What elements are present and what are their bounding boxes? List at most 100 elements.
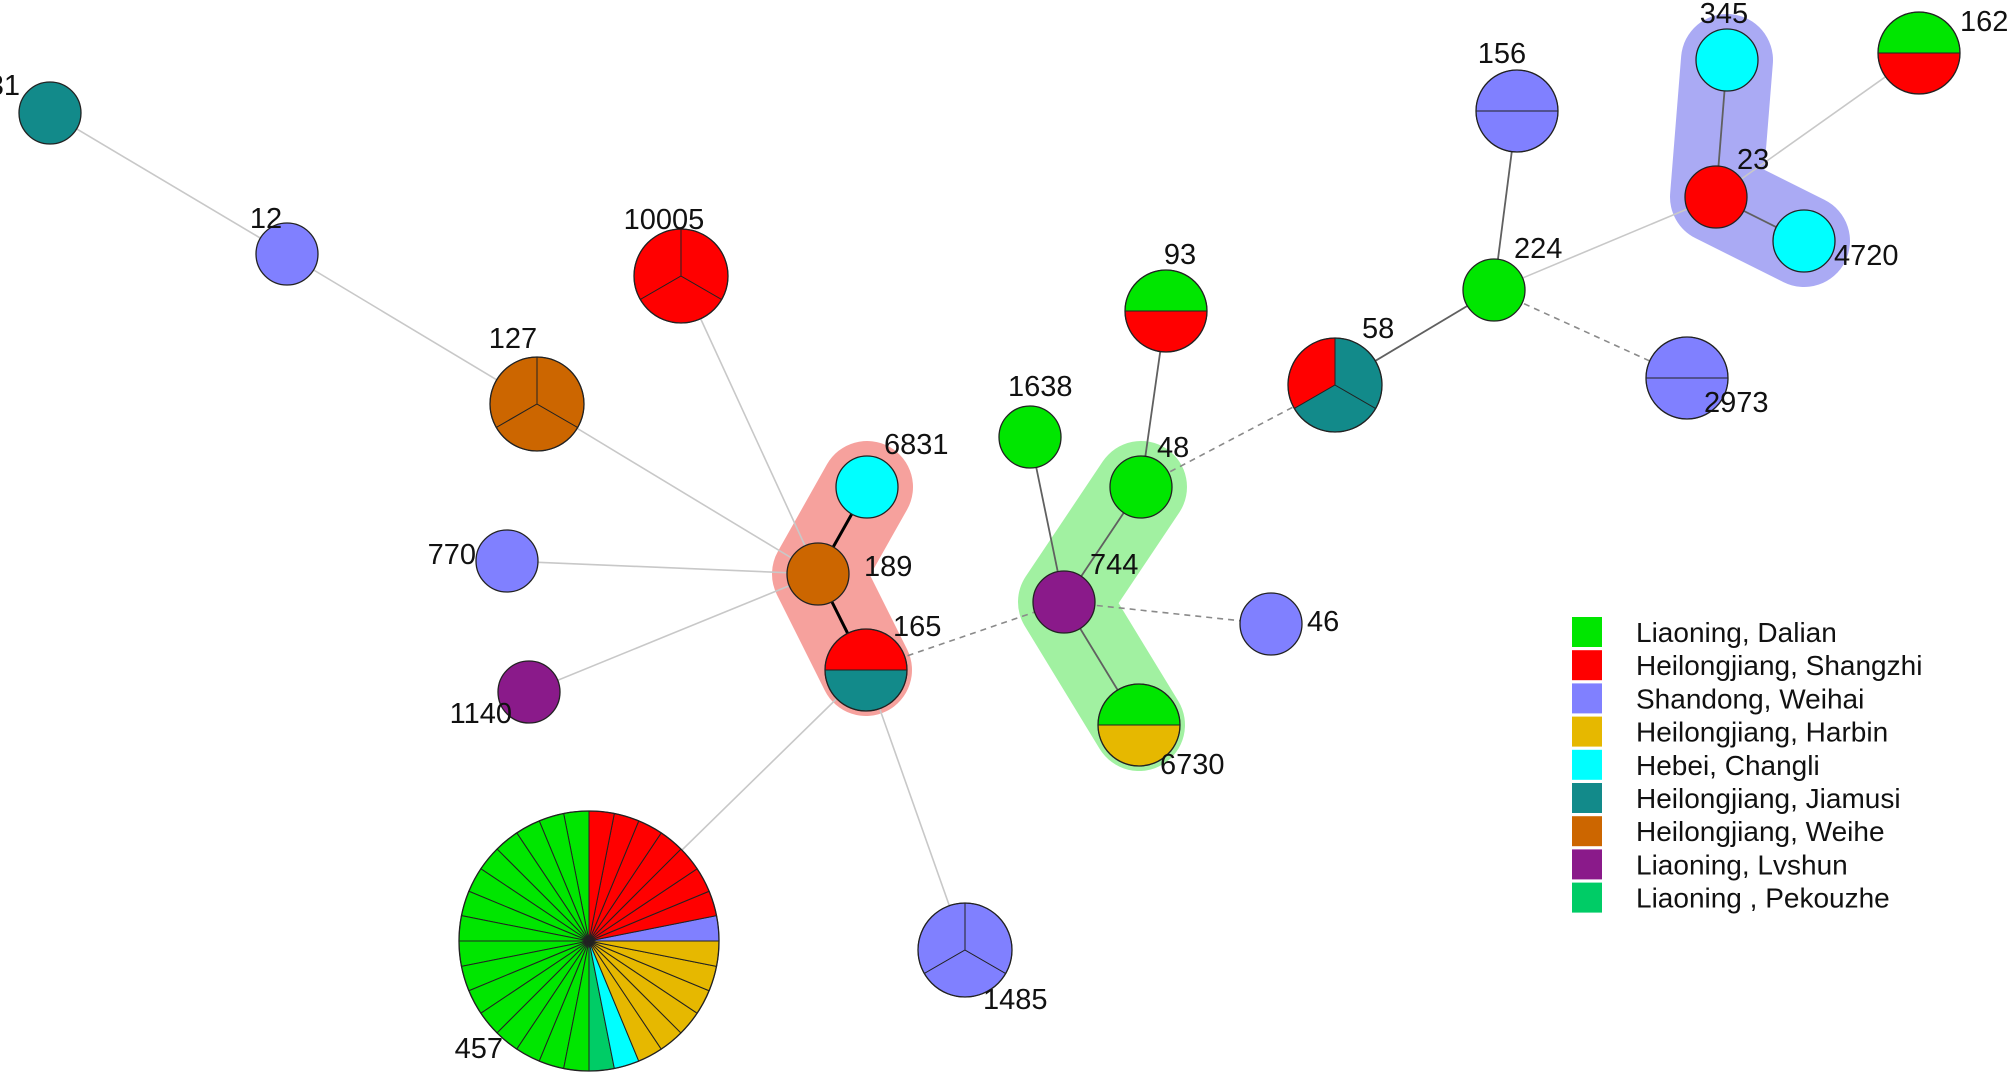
legend-label: Liaoning, Lvshun <box>1636 849 1848 880</box>
node-label-744: 744 <box>1090 549 1138 581</box>
node-23[interactable] <box>1684 165 1748 229</box>
node-4720[interactable] <box>1772 209 1836 273</box>
legend-label: Heilongjiang, Harbin <box>1636 717 1888 748</box>
node-label-93: 93 <box>1164 239 1196 271</box>
node-744[interactable] <box>1032 570 1096 634</box>
node-label-23: 23 <box>1737 144 1769 176</box>
node-131-slice <box>18 81 82 145</box>
node-label-1485: 1485 <box>983 984 1048 1016</box>
legend-label: Shandong, Weihai <box>1636 683 1864 714</box>
edge-127-189 <box>536 403 819 575</box>
node-6831[interactable] <box>835 455 899 519</box>
node-46-slice <box>1239 592 1303 656</box>
node-6730[interactable] <box>1097 683 1181 767</box>
node-label-162: 162 <box>1960 6 2008 38</box>
node-156-slice <box>1475 110 1559 153</box>
node-156-outline <box>1475 69 1559 153</box>
legend-item-shangzhi: Heilongjiang, Shangzhi <box>1572 650 1922 681</box>
node-93-slice <box>1124 269 1208 312</box>
legend-label: Liaoning, Dalian <box>1636 617 1837 648</box>
node-10005[interactable] <box>633 228 729 324</box>
edge-224-23 <box>1493 196 1717 291</box>
legend-item-jiamusi: Heilongjiang, Jiamusi <box>1572 783 1901 814</box>
node-48-slice <box>1109 455 1173 519</box>
node-1140-slice <box>497 660 561 724</box>
node-93-slice <box>1124 310 1208 353</box>
node-162-outline <box>1877 11 1961 95</box>
edge-10005-189 <box>680 275 819 575</box>
node-46[interactable] <box>1239 592 1303 656</box>
node-93[interactable] <box>1124 269 1208 353</box>
legend-swatch <box>1572 650 1602 681</box>
node-2973[interactable] <box>1645 336 1729 420</box>
node-770[interactable] <box>475 529 539 593</box>
node-165-outline <box>824 628 908 712</box>
node-224[interactable] <box>1462 258 1526 322</box>
node-131[interactable] <box>18 81 82 145</box>
node-label-345: 345 <box>1700 0 1748 30</box>
node-162-slice <box>1877 11 1961 54</box>
legend-label: Heilongjiang, Jiamusi <box>1636 783 1901 814</box>
node-457[interactable] <box>458 810 720 1072</box>
legend-swatch <box>1572 749 1602 780</box>
legend-label: Heilongjiang, Shangzhi <box>1636 650 1922 681</box>
node-label-131: 131 <box>0 70 20 102</box>
node-162-slice <box>1877 52 1961 95</box>
node-1140[interactable] <box>497 660 561 724</box>
edge-1140-189 <box>528 573 819 693</box>
legend-label: Hebei, Changli <box>1636 750 1820 781</box>
legend-swatch <box>1572 849 1602 880</box>
node-1485[interactable] <box>917 902 1013 998</box>
node-4720-slice <box>1772 209 1836 273</box>
node-189-slice <box>786 542 850 606</box>
node-12-slice <box>255 222 319 286</box>
node-162[interactable] <box>1877 11 1961 95</box>
node-label-156: 156 <box>1478 38 1526 70</box>
node-156[interactable] <box>1475 69 1559 153</box>
node-1638-slice <box>998 405 1062 469</box>
node-58-outline <box>1287 337 1383 433</box>
node-744-slice <box>1032 570 1096 634</box>
node-label-58: 58 <box>1362 313 1394 345</box>
edge-48-58 <box>1140 384 1336 488</box>
node-156-slice <box>1475 69 1559 112</box>
node-345[interactable] <box>1695 28 1759 92</box>
node-1485-outline <box>917 902 1013 998</box>
legend-label: Liaoning , Pekouzhe <box>1636 883 1890 914</box>
node-10005-outline <box>633 228 729 324</box>
node-label-48: 48 <box>1157 432 1189 464</box>
node-165[interactable] <box>824 628 908 712</box>
node-6831-slice <box>835 455 899 519</box>
node-345-slice <box>1695 28 1759 92</box>
node-189[interactable] <box>786 542 850 606</box>
node-12[interactable] <box>255 222 319 286</box>
legend-label: Heilongjiang, Weihe <box>1636 816 1885 847</box>
node-224-slice <box>1462 258 1526 322</box>
legend-item-dalian: Liaoning, Dalian <box>1572 617 1837 648</box>
node-127-outline <box>489 356 585 452</box>
node-48[interactable] <box>1109 455 1173 519</box>
sequence-type-nodes <box>18 11 1961 1072</box>
edge-744-46 <box>1063 601 1272 625</box>
legend-item-changli: Hebei, Changli <box>1572 749 1820 781</box>
node-label-224: 224 <box>1514 233 1562 265</box>
node-1638[interactable] <box>998 405 1062 469</box>
node-label-127: 127 <box>489 323 537 355</box>
legend-item-weihe: Heilongjiang, Weihe <box>1572 816 1885 847</box>
node-label-4720: 4720 <box>1834 240 1899 272</box>
node-2973-outline <box>1645 336 1729 420</box>
node-6730-outline <box>1097 683 1181 767</box>
node-770-slice <box>475 529 539 593</box>
node-label-457: 457 <box>455 1033 503 1065</box>
node-58[interactable] <box>1287 337 1383 433</box>
legend-item-lvshun: Liaoning, Lvshun <box>1572 849 1848 880</box>
legend-item-harbin: Heilongjiang, Harbin <box>1572 716 1888 748</box>
edge-165-1485 <box>865 669 966 951</box>
node-label-12: 12 <box>250 203 282 235</box>
edge-131-12 <box>49 112 288 255</box>
node-label-10005: 10005 <box>624 204 705 236</box>
node-127[interactable] <box>489 356 585 452</box>
legend-swatch <box>1572 716 1602 747</box>
